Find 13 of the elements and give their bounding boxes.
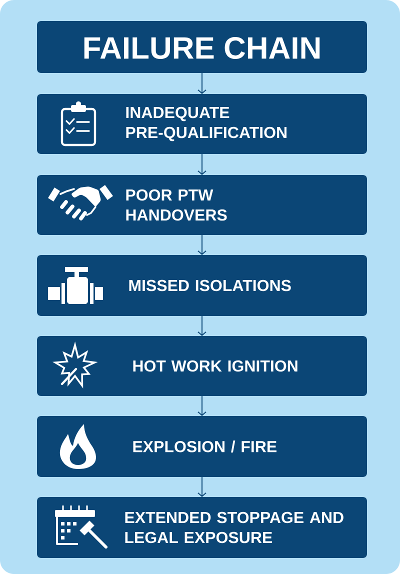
arrow	[198, 316, 206, 336]
step-box: MISSED ISOLATIONS	[37, 255, 367, 316]
arrow	[198, 476, 206, 497]
arrow	[198, 234, 206, 255]
step-box: POOR PTW HANDOVERS	[37, 175, 367, 235]
step-box: EXPLOSION / FIRE	[37, 416, 367, 477]
step-box: INADEQUATE PRE-QUALIFICATION	[37, 94, 367, 154]
step-box: HOT WORK IGNITION	[37, 336, 367, 396]
heading-box: FAILURE CHAIN	[37, 21, 367, 73]
step-box: EXTENDED STOPPAGE AND LEGAL EXPOSURE	[37, 497, 367, 558]
arrow	[198, 154, 206, 175]
arrow	[198, 396, 206, 416]
arrow	[198, 72, 206, 94]
